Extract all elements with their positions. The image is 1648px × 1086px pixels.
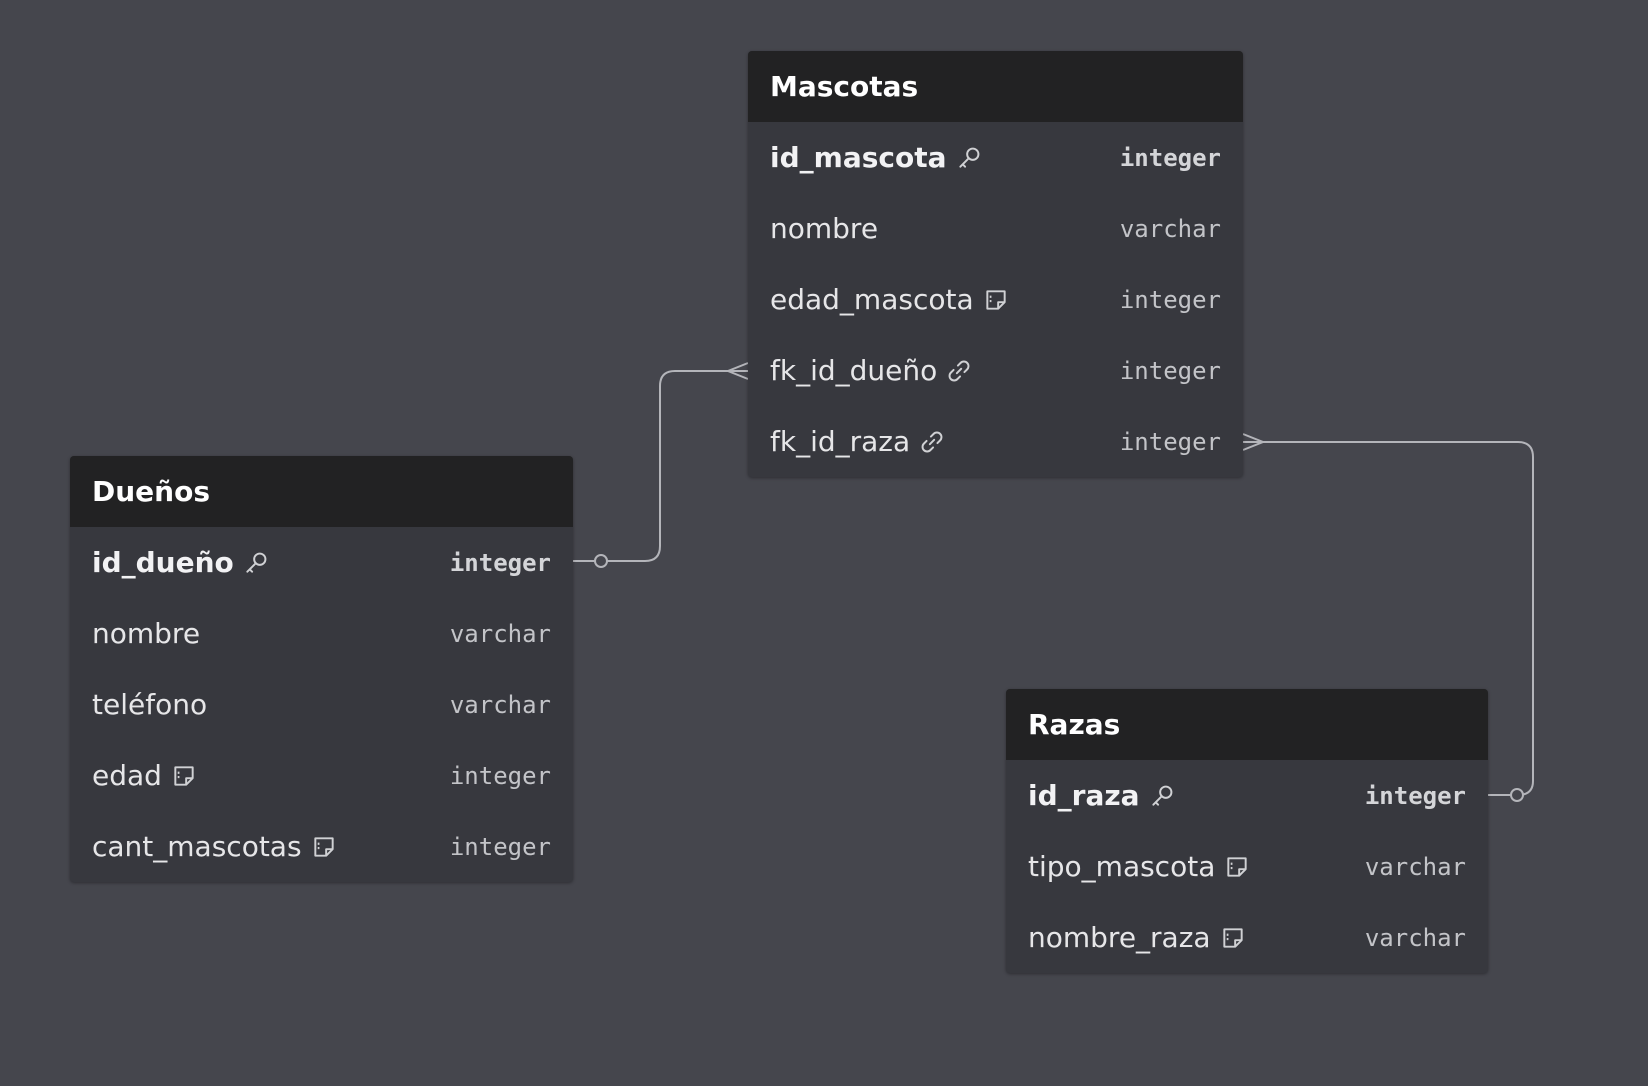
column-row-cant-mascotas[interactable]: cant_mascotas integer <box>70 811 573 882</box>
column-row-edad[interactable]: edad integer <box>70 740 573 811</box>
link-icon <box>919 429 945 455</box>
column-name: teléfono <box>92 688 208 721</box>
key-icon <box>956 145 982 171</box>
column-row-edad-mascota[interactable]: edad_mascota integer <box>748 264 1243 335</box>
note-icon <box>1224 854 1250 880</box>
column-name: id_mascota <box>770 141 947 174</box>
column-name: id_raza <box>1028 779 1140 812</box>
column-name: edad <box>92 759 162 792</box>
note-icon <box>983 287 1009 313</box>
key-icon <box>243 550 269 576</box>
column-type: integer <box>1119 285 1221 314</box>
column-row-id-dueno[interactable]: id_dueño integer <box>70 527 573 598</box>
column-row-nombre[interactable]: nombre varchar <box>70 598 573 669</box>
crowfoot-many-marker <box>1242 433 1266 451</box>
column-type: varchar <box>1364 852 1466 881</box>
column-name: nombre_raza <box>1028 921 1211 954</box>
column-row-nombre[interactable]: nombre varchar <box>748 193 1243 264</box>
table-title: Mascotas <box>770 70 919 103</box>
column-name: edad_mascota <box>770 283 974 316</box>
column-type: varchar <box>1119 214 1221 243</box>
table-mascotas[interactable]: Mascotas id_mascota integer nombre varch… <box>748 51 1243 477</box>
column-row-tipo-mascota[interactable]: tipo_mascota varchar <box>1006 831 1488 902</box>
column-row-fk-id-dueno[interactable]: fk_id_dueño integer <box>748 335 1243 406</box>
column-row-telefono[interactable]: teléfono varchar <box>70 669 573 740</box>
table-duenos[interactable]: Dueños id_dueño integer nombre varchar t… <box>70 456 573 882</box>
column-type: varchar <box>1364 923 1466 952</box>
column-name: nombre <box>770 212 879 245</box>
table-header[interactable]: Razas <box>1006 689 1488 760</box>
column-row-id-raza[interactable]: id_raza integer <box>1006 760 1488 831</box>
column-type: integer <box>449 832 551 861</box>
column-name: id_dueño <box>92 546 234 579</box>
note-icon <box>311 834 337 860</box>
optional-one-marker <box>1510 788 1524 802</box>
column-type: integer <box>1119 143 1221 172</box>
column-type: integer <box>1119 427 1221 456</box>
table-header[interactable]: Dueños <box>70 456 573 527</box>
column-type: varchar <box>449 619 551 648</box>
table-header[interactable]: Mascotas <box>748 51 1243 122</box>
link-icon <box>946 358 972 384</box>
column-name: cant_mascotas <box>92 830 302 863</box>
table-title: Dueños <box>92 475 211 508</box>
note-icon <box>171 763 197 789</box>
optional-one-marker <box>594 554 608 568</box>
column-name: fk_id_dueño <box>770 354 938 387</box>
table-title: Razas <box>1028 708 1121 741</box>
relationship-duenos-mascotas[interactable] <box>573 362 749 568</box>
column-row-fk-id-raza[interactable]: fk_id_raza integer <box>748 406 1243 477</box>
key-icon <box>1149 783 1175 809</box>
column-name: fk_id_raza <box>770 425 911 458</box>
column-row-nombre-raza[interactable]: nombre_raza varchar <box>1006 902 1488 973</box>
column-name: nombre <box>92 617 201 650</box>
column-row-id-mascota[interactable]: id_mascota integer <box>748 122 1243 193</box>
relationship-line <box>573 370 748 562</box>
column-type: varchar <box>449 690 551 719</box>
column-name: tipo_mascota <box>1028 850 1216 883</box>
column-type: integer <box>449 761 551 790</box>
crowfoot-many-marker <box>725 362 749 380</box>
table-razas[interactable]: Razas id_raza integer tipo_mascota varch… <box>1006 689 1488 973</box>
column-type: integer <box>449 548 551 577</box>
column-type: integer <box>1119 356 1221 385</box>
note-icon <box>1220 925 1246 951</box>
column-type: integer <box>1364 781 1466 810</box>
